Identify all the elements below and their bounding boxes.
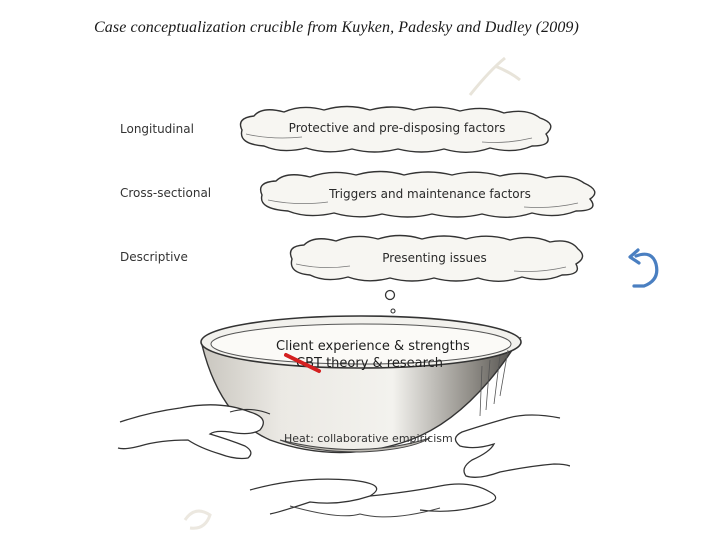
- level-label-longitudinal: Longitudinal: [120, 122, 194, 136]
- diagram-title: Case conceptualization crucible from Kuy…: [94, 19, 579, 36]
- cloud-longitudinal: [239, 105, 552, 153]
- cloud-text-descriptive: Presenting issues: [382, 251, 487, 265]
- cloud-descriptive: [289, 234, 584, 282]
- bowl-text-client: Client experience & strengths: [276, 339, 470, 354]
- cloud-text-longitudinal: Protective and pre-disposing factors: [288, 121, 506, 135]
- level-label-descriptive: Descriptive: [120, 250, 188, 264]
- level-label-cross-sectional: Cross-sectional: [120, 186, 212, 200]
- cloud-cross-sectional: [259, 170, 596, 218]
- crucible-bowl: [117, 315, 570, 518]
- u-turn-arrow-icon[interactable]: [626, 248, 662, 292]
- bowl-text-theory: CBT theory & research: [296, 356, 444, 371]
- red-pen-mark-icon: [284, 353, 321, 373]
- cloud-text-cross-sectional: Triggers and maintenance factors: [329, 187, 531, 201]
- heat-label: Heat: collaborative empiricism: [284, 432, 453, 445]
